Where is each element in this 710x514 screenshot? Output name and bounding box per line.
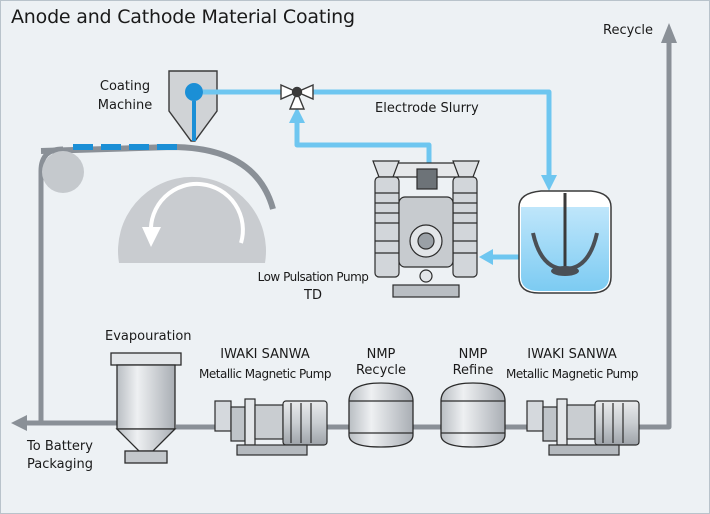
battery-packaging-label-line2: Packaging [27, 457, 93, 472]
coating-machine-label-line1: Coating [99, 79, 151, 94]
magnetic-pump-right [526, 398, 640, 456]
pump-right-type: Metallic Magnetic Pump [506, 367, 638, 381]
diagram-title: Anode and Cathode Material Coating [11, 6, 355, 28]
rotation-arrow-icon [148, 181, 245, 244]
slurry-lines [203, 89, 552, 260]
battery-packaging-label-line1: To Battery [27, 439, 93, 454]
nmp-recycle-label-line2: Recycle [355, 363, 407, 378]
nmp-refine-label-line1: NMP [458, 347, 488, 362]
coating-machine-label-line2: Machine [97, 98, 153, 113]
nmp-refine-tank [440, 382, 506, 448]
electrode-slurry-label: Electrode Slurry [375, 101, 479, 116]
slurry-tank [518, 190, 612, 294]
nmp-refine-label-line2: Refine [452, 363, 494, 378]
evaporator [110, 352, 182, 464]
electrode-web [40, 143, 276, 210]
low-pulsation-pump-model: TD [304, 288, 322, 303]
slurry-arrow-left [479, 249, 493, 265]
evapouration-label: Evapouration [105, 329, 192, 344]
slurry-inlet [185, 83, 203, 101]
pump-left-brand: IWAKI SANWA [220, 347, 310, 362]
nmp-recycle-label-line1: NMP [366, 347, 396, 362]
idler-roller [42, 151, 84, 193]
low-pulsation-pump-label: Low Pulsation Pump [257, 270, 369, 284]
rotation-arrow-head [142, 227, 161, 247]
low-pulsation-pump [372, 160, 480, 298]
recycle-label: Recycle [603, 23, 654, 38]
slurry-arrow-up [289, 107, 305, 123]
packaging-arrow-head [11, 415, 27, 431]
recycle-arrow-head [661, 23, 677, 43]
pump-left-type: Metallic Magnetic Pump [199, 367, 331, 381]
slurry-arrow-down [541, 175, 557, 191]
magnetic-pump-left [214, 398, 328, 456]
three-way-valve [280, 83, 314, 110]
nmp-recycle-tank [348, 382, 414, 448]
pump-right-brand: IWAKI SANWA [527, 347, 617, 362]
